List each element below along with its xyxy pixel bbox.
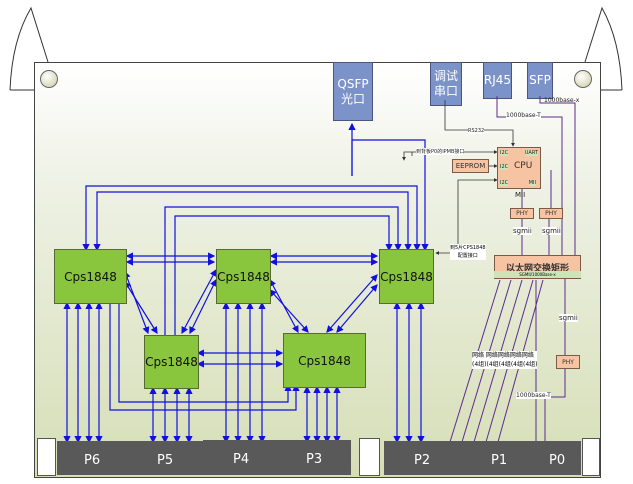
cps1848-chip-1: Cps1848 [54, 249, 127, 304]
ipmb-label: 到背板P0的IPMB接口 [416, 148, 465, 155]
cpu-block: I2C UART I2C CPU I2C MII [497, 147, 541, 189]
network-groups-label: 网络 网络网络网络网络 (4组)(4组(4组(4组(4组) [472, 351, 538, 369]
eeprom-label: EEPROM [455, 162, 486, 170]
sfp-line [539, 96, 576, 255]
phy-block-2: PHY [539, 208, 563, 219]
connector-p3: P3 [306, 452, 323, 467]
phy-block-3: PHY [556, 355, 580, 369]
rs232-label: RS232 [468, 128, 485, 134]
connector-p2-p0: P2 P1 P0 [384, 441, 581, 475]
chip-label: Cps1848 [298, 353, 351, 368]
link-chip1-chip3-b [93, 191, 412, 252]
connector-p4: P4 [233, 452, 250, 467]
connector-p1: P1 [491, 453, 508, 468]
link-chip1-chip3-a [82, 185, 421, 252]
guide-slot-right [582, 438, 600, 476]
switch-interface-label: SGMII/1000Base-x [494, 271, 581, 278]
link-chip4-chip3-a [164, 206, 402, 335]
sgmii-label-1: sgmii [513, 227, 532, 235]
network-label-2: (4组)(4组(4组(4组(4组) [472, 361, 538, 368]
chip-label: Cps1848 [380, 269, 433, 284]
right-ejector-handle [584, 6, 623, 91]
cps1848-chip-3: Cps1848 [379, 249, 434, 304]
switch-label: 以太网交换矩形 [505, 263, 569, 274]
sfp-port: SFP [527, 62, 553, 99]
chip-label: Cps1848 [64, 269, 117, 284]
1000base-x-label: 1000base-x [544, 97, 580, 104]
chip-label: Cps1848 [145, 355, 198, 369]
uart-pin: UART [524, 150, 538, 156]
mii-label: MII [515, 191, 526, 199]
mount-hole-right [574, 70, 592, 88]
rj45-label: RJ45 [483, 73, 512, 87]
connector-p4-p3: P4 P3 [203, 440, 351, 475]
debug-label: 调试 [433, 69, 458, 83]
phy-label: PHY [516, 210, 528, 217]
sfp-label: SFP [529, 73, 551, 87]
cps-config-label: 到5片CPS1848 配置接口 [450, 244, 486, 260]
chip-label: Cps1848 [217, 269, 270, 284]
i2c-pin-3: I2C [500, 180, 509, 186]
mii-pin: MII [528, 180, 536, 186]
connector-p6: P6 [84, 453, 101, 468]
link-chip4-chip3-b [174, 215, 393, 335]
connector-p5: P5 [157, 453, 174, 468]
guide-slot-left [37, 438, 56, 476]
cps1848-chip-2: Cps1848 [216, 249, 271, 304]
guide-slot-middle [359, 438, 380, 476]
mount-hole-left [40, 70, 58, 88]
qsfp-port: QSFP 光口 [333, 62, 373, 121]
i2c-pin-2: I2C [500, 164, 509, 170]
qsfp-label: QSFP [337, 76, 369, 91]
phy-label: PHY [545, 210, 557, 217]
connector-p2: P2 [414, 453, 431, 468]
cpu-label: CPU [514, 161, 533, 171]
eeprom-block: EEPROM [452, 159, 489, 173]
1000base-t-label-bottom: 1000base-T [516, 392, 551, 399]
sgmii-label-3: sgmii [559, 314, 578, 322]
cps-config-label-1: 到5片CPS1848 [450, 245, 486, 251]
i2c-pin-1: I2C [500, 150, 509, 156]
qsfp-label-2: 光口 [340, 91, 365, 106]
connector-p0: P0 [549, 453, 566, 468]
cps-config-label-2: 配置接口 [457, 253, 478, 259]
phy-label: PHY [562, 358, 574, 366]
left-ejector-handle [9, 6, 49, 91]
network-label-1: 网络 网络网络网络网络 [472, 352, 534, 359]
connector-p6-p5: P6 P5 [57, 441, 203, 475]
debug-label-2: 串口 [433, 84, 458, 98]
sgmii-label-2: sgmii [542, 227, 561, 235]
cps1848-chip-4: Cps1848 [144, 335, 199, 389]
cps1848-chip-5: Cps1848 [283, 333, 366, 388]
1000base-t-label-top: 1000base-T [506, 112, 541, 119]
phy-block-1: PHY [510, 208, 534, 219]
debug-serial-port: 调试 串口 [430, 62, 462, 106]
